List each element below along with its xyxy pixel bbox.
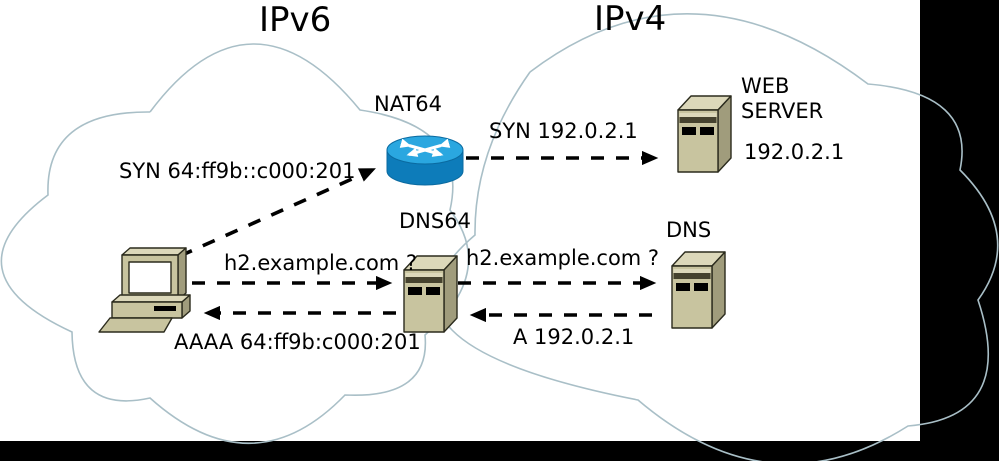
system-unit-top [111,294,191,303]
dns-reply-aaaa-message: AAAA 64:ff9b:c000:201 [174,330,421,354]
keyboard [98,317,173,333]
system-unit-slot [154,306,176,311]
web-server-label-line2: SERVER [741,99,824,123]
dns-query-host-message: h2.example.com ? [224,251,418,275]
monitor-side [177,247,187,301]
ipv6-cloud-outline [0,43,470,445]
monitor-top [121,247,187,256]
nat64-router-icon [386,135,464,186]
dns-server-icon [671,251,726,329]
host-computer-icon [98,247,191,333]
dns-reply-a-message: A 192.0.2.1 [513,325,635,349]
router-crossarrow-2 [406,138,451,157]
monitor-screen [128,261,172,294]
nat64-label: NAT64 [374,92,442,116]
web-server-label: WEB SERVER [741,74,823,124]
arrow-host-to-nat64 [179,168,376,258]
web-server-label-line1: WEB [741,74,790,98]
dns-query-forward-message: h2.example.com ? [466,246,660,270]
web-server-icon [677,95,732,173]
syn-ipv4-message: SYN 192.0.2.1 [489,119,638,143]
syn-ipv6-message: SYN 64:ff9b::c000:201 [119,159,356,183]
dns-label: DNS [666,218,712,242]
white-canvas-area [0,0,920,441]
ipv6-cloud-title: IPv6 [259,0,332,40]
dns64-label: DNS64 [399,209,471,233]
ipv4-cloud-title: IPv4 [594,0,667,39]
web-server-ip-label: 192.0.2.1 [744,140,845,164]
